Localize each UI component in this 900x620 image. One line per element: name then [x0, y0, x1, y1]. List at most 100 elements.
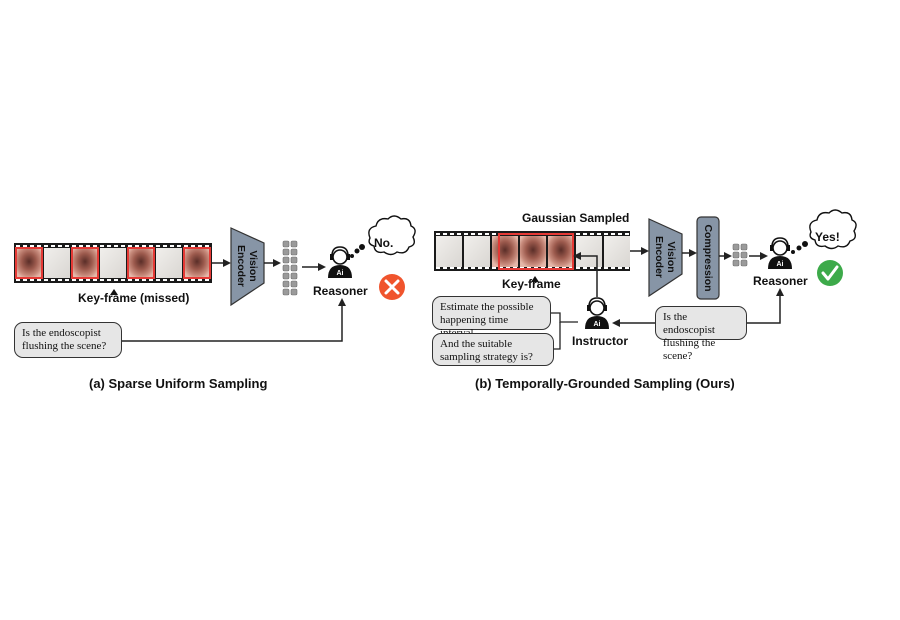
sprocket-hole: [37, 279, 41, 281]
sprocket-hole: [79, 245, 83, 247]
sprocket-hole: [597, 233, 601, 235]
svg-text:Ai: Ai: [337, 270, 344, 277]
sprocket-hole: [135, 245, 139, 247]
sprocket-hole: [79, 279, 83, 281]
video-frame: [100, 248, 126, 278]
reasoner-label-b: Reasoner: [753, 274, 808, 288]
sprocket-hole: [464, 233, 468, 235]
visual-token: [740, 251, 748, 259]
visual-token: [290, 264, 298, 272]
sprocket-hole: [107, 279, 111, 281]
sprocket-hole: [142, 245, 146, 247]
check-icon: [817, 260, 843, 286]
sprocket-hole: [23, 279, 27, 281]
prompt-bubble-interval: Estimate the possible happening time int…: [432, 296, 551, 339]
sprocket-hole: [485, 233, 489, 235]
video-frame: [576, 236, 602, 267]
sprocket-hole: [590, 233, 594, 235]
sprocket-hole: [450, 267, 454, 269]
vision-encoder-label-b: Vision Encoder: [653, 235, 677, 278]
instructor-agent-icon: Ai: [585, 297, 609, 329]
connector-prompt1: [551, 312, 578, 323]
reply-cloud-b: [809, 209, 857, 250]
reply-text-a: No.: [374, 236, 394, 250]
sprocket-hole: [114, 279, 118, 281]
sprocket-hole: [590, 267, 594, 269]
keyframe-label-b: Key-frame: [502, 277, 561, 291]
thought-dot: [802, 241, 808, 247]
sprocket-hole: [72, 245, 76, 247]
visual-token: [290, 248, 298, 256]
sampled-frame: [520, 236, 546, 267]
sprocket-hole: [65, 279, 69, 281]
sprocket-hole: [604, 267, 608, 269]
visual-token: [282, 240, 290, 248]
compression-block: [696, 216, 720, 300]
sprocket-hole: [443, 267, 447, 269]
sprocket-hole: [492, 267, 496, 269]
sprocket-hole: [30, 279, 34, 281]
sprocket-hole: [128, 279, 132, 281]
reasoner-agent-icon-a: Ai: [328, 246, 352, 278]
sprocket-hole: [65, 245, 69, 247]
thought-dot: [796, 245, 802, 251]
prompt-bubble-strategy: And the suitable sampling strategy is?: [432, 333, 554, 366]
sprocket-hole: [618, 233, 622, 235]
keyframe-pointer-b: [531, 276, 539, 282]
sprocket-hole: [114, 245, 118, 247]
thought-dot: [350, 254, 354, 258]
visual-token: [282, 256, 290, 264]
visual-token: [282, 272, 290, 280]
sprocket-hole: [177, 245, 181, 247]
panel-a: Ai: [14, 215, 416, 342]
sprocket-hole: [170, 245, 174, 247]
sprocket-hole: [597, 267, 601, 269]
sprocket-hole: [583, 233, 587, 235]
reasoner-label-a: Reasoner: [313, 284, 368, 298]
sampled-frame: [548, 236, 574, 267]
video-frame: [436, 236, 462, 267]
sprocket-hole: [51, 279, 55, 281]
reply-text-b: Yes!: [815, 230, 840, 244]
sprocket-hole: [156, 279, 160, 281]
sprocket-hole: [107, 245, 111, 247]
gaussian-sampled-label: Gaussian Sampled: [522, 211, 630, 225]
sprocket-hole: [44, 245, 48, 247]
sprocket-hole: [100, 245, 104, 247]
sprocket-hole: [205, 245, 209, 247]
sprocket-hole: [23, 245, 27, 247]
sprocket-hole: [121, 279, 125, 281]
caption-a: (a) Sparse Uniform Sampling: [89, 376, 268, 391]
arrow-instructor-to-film: [573, 252, 598, 297]
visual-token: [282, 280, 290, 288]
sampled-frame: [15, 247, 43, 279]
keyframe-pointer-a: [110, 289, 118, 295]
cross-icon: [379, 274, 405, 300]
sprocket-hole: [471, 267, 475, 269]
sprocket-hole: [576, 233, 580, 235]
sprocket-hole: [471, 233, 475, 235]
sprocket-hole: [51, 245, 55, 247]
sprocket-hole: [625, 233, 629, 235]
sprocket-hole: [30, 245, 34, 247]
sampled-frame: [127, 247, 155, 279]
visual-token: [282, 264, 290, 272]
panel-b: Ai Ai: [434, 209, 857, 350]
sprocket-hole: [611, 233, 615, 235]
video-frame: [156, 248, 182, 278]
connector-prompt2: [554, 322, 561, 350]
video-frame: [44, 248, 70, 278]
question-bubble-a: Is the endoscopist flushing the scene?: [14, 322, 122, 358]
sprocket-hole: [457, 233, 461, 235]
sprocket-hole: [163, 279, 167, 281]
sprocket-hole: [177, 279, 181, 281]
sprocket-hole: [135, 279, 139, 281]
sampled-frame: [71, 247, 99, 279]
visual-token: [290, 288, 298, 296]
sprocket-hole: [576, 267, 580, 269]
reasoner-agent-icon-b: Ai: [768, 237, 792, 269]
sprocket-hole: [457, 267, 461, 269]
sprocket-hole: [86, 279, 90, 281]
